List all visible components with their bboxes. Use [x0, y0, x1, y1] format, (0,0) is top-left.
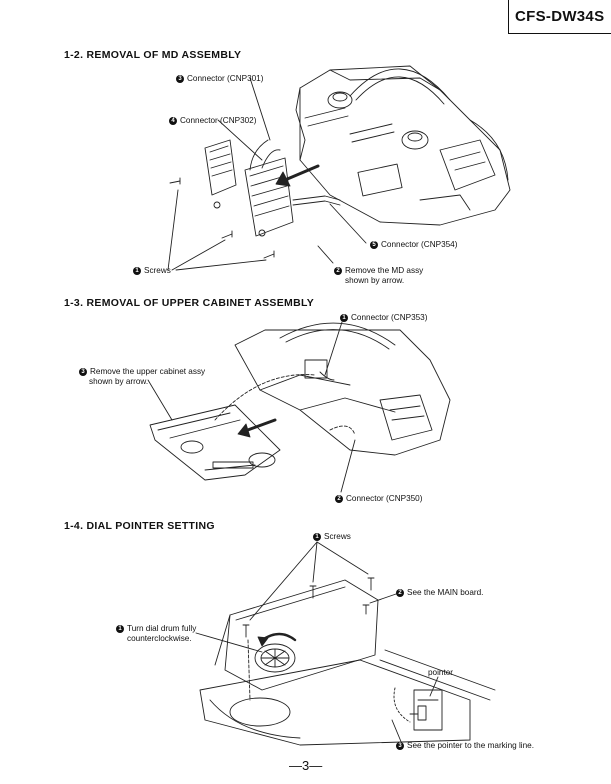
- callout-remove-md-line2: shown by arrow.: [345, 276, 405, 285]
- step-number: 3: [396, 741, 404, 750]
- step-number: 1: [116, 624, 124, 633]
- step-number: 4: [169, 116, 177, 125]
- section-heading-dial-pointer: 1-4. DIAL POINTER SETTING: [64, 520, 215, 532]
- callout-text: Connector (CNP301): [187, 74, 264, 83]
- callout-turn-dial-line2: counterclockwise.: [127, 634, 192, 643]
- step-number: 3: [79, 367, 87, 376]
- model-box: [508, 0, 611, 34]
- callout-text: Connector (CNP353): [351, 313, 428, 322]
- callout-text: Turn dial drum fully: [127, 624, 197, 633]
- callout-text: Screws: [144, 266, 171, 275]
- model-name: CFS-DW34S: [515, 8, 605, 25]
- section-heading-md-removal: 1-2. REMOVAL OF MD ASSEMBLY: [64, 49, 242, 61]
- callout-text: Connector (CNP354): [381, 240, 458, 249]
- step-number: 3: [176, 74, 184, 83]
- step-number: 2: [335, 494, 343, 503]
- step-number: 5: [370, 240, 378, 249]
- page-number: —3—: [289, 758, 323, 773]
- callout-text: See the pointer to the marking line.: [407, 741, 534, 750]
- callout-text: Remove the MD assy: [345, 266, 424, 275]
- section-heading-upper-cabinet: 1-3. REMOVAL OF UPPER CABINET ASSEMBLY: [64, 297, 315, 309]
- step-number: 1: [340, 313, 348, 322]
- dial-pointer-diagram: [195, 541, 496, 746]
- step-number: 2: [396, 588, 404, 597]
- callout-remove-upper-line2: shown by arrow.: [89, 377, 149, 386]
- step-number: 1: [313, 532, 321, 541]
- callout-text: Screws: [324, 532, 351, 541]
- callout-text: Connector (CNP302): [180, 116, 257, 125]
- callout-text: Remove the upper cabinet assy: [90, 367, 206, 376]
- upper-cabinet-diagram: [147, 321, 451, 493]
- step-number: 2: [334, 266, 342, 275]
- callout-text: See the MAIN board.: [407, 588, 484, 597]
- callout-pointer: pointer: [428, 668, 454, 677]
- md-assembly-diagram: [167, 65, 511, 271]
- step-number: 1: [133, 266, 141, 275]
- callout-text: Connector (CNP350): [346, 494, 423, 503]
